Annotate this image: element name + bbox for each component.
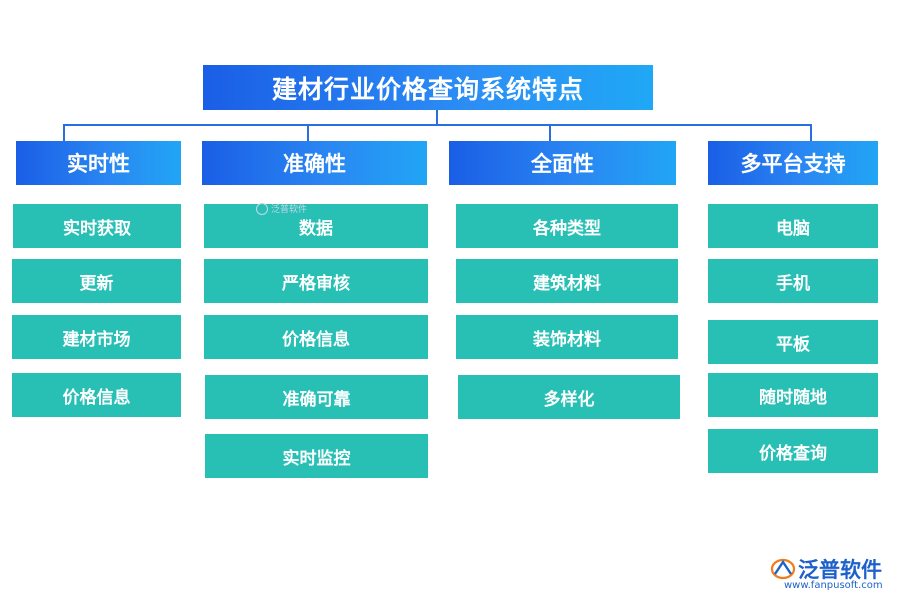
feature-item: 准确可靠 — [205, 375, 428, 419]
diagram-title: 建材行业价格查询系统特点 — [203, 65, 653, 110]
connector-drop-2 — [307, 124, 309, 141]
brand-name: 泛普软件 — [798, 558, 882, 582]
watermark-text: 泛普软件 — [271, 205, 308, 215]
feature-item: 数据 — [204, 204, 428, 248]
feature-item: 实时获取 — [13, 204, 181, 248]
feature-item: 严格审核 — [204, 259, 428, 303]
category-header-accuracy: 准确性 — [202, 141, 427, 185]
category-header-multiplatform: 多平台支持 — [708, 141, 878, 185]
connector-drop-4 — [810, 124, 812, 141]
connector-drop-3 — [549, 124, 551, 141]
feature-item: 电脑 — [708, 204, 878, 248]
feature-item: 平板 — [708, 320, 878, 364]
feature-item: 价格信息 — [12, 373, 181, 417]
category-header-realtime: 实时性 — [16, 141, 181, 185]
feature-item: 价格信息 — [204, 315, 428, 359]
connector-horizontal-bar — [63, 124, 812, 126]
feature-item: 建筑材料 — [456, 259, 678, 303]
feature-item: 装饰材料 — [456, 315, 678, 359]
watermark-logo-icon — [256, 202, 268, 215]
category-header-comprehensive: 全面性 — [449, 141, 676, 185]
connector-drop-1 — [63, 124, 65, 141]
brand-logo-block: 泛普软件 www.fanpusoft.com — [770, 554, 895, 594]
feature-item: 实时监控 — [205, 434, 428, 478]
connector-title-stem — [436, 110, 438, 126]
brand-logo-icon — [770, 558, 796, 580]
feature-item: 价格查询 — [708, 429, 878, 473]
feature-item: 各种类型 — [456, 204, 678, 248]
feature-item: 更新 — [12, 259, 181, 303]
feature-item: 建材市场 — [12, 315, 181, 359]
watermark: 泛普软件 — [256, 202, 307, 215]
feature-item: 手机 — [708, 259, 878, 303]
brand-url: www.fanpusoft.com — [784, 580, 883, 591]
feature-item: 随时随地 — [708, 373, 878, 417]
feature-item: 多样化 — [458, 375, 680, 419]
